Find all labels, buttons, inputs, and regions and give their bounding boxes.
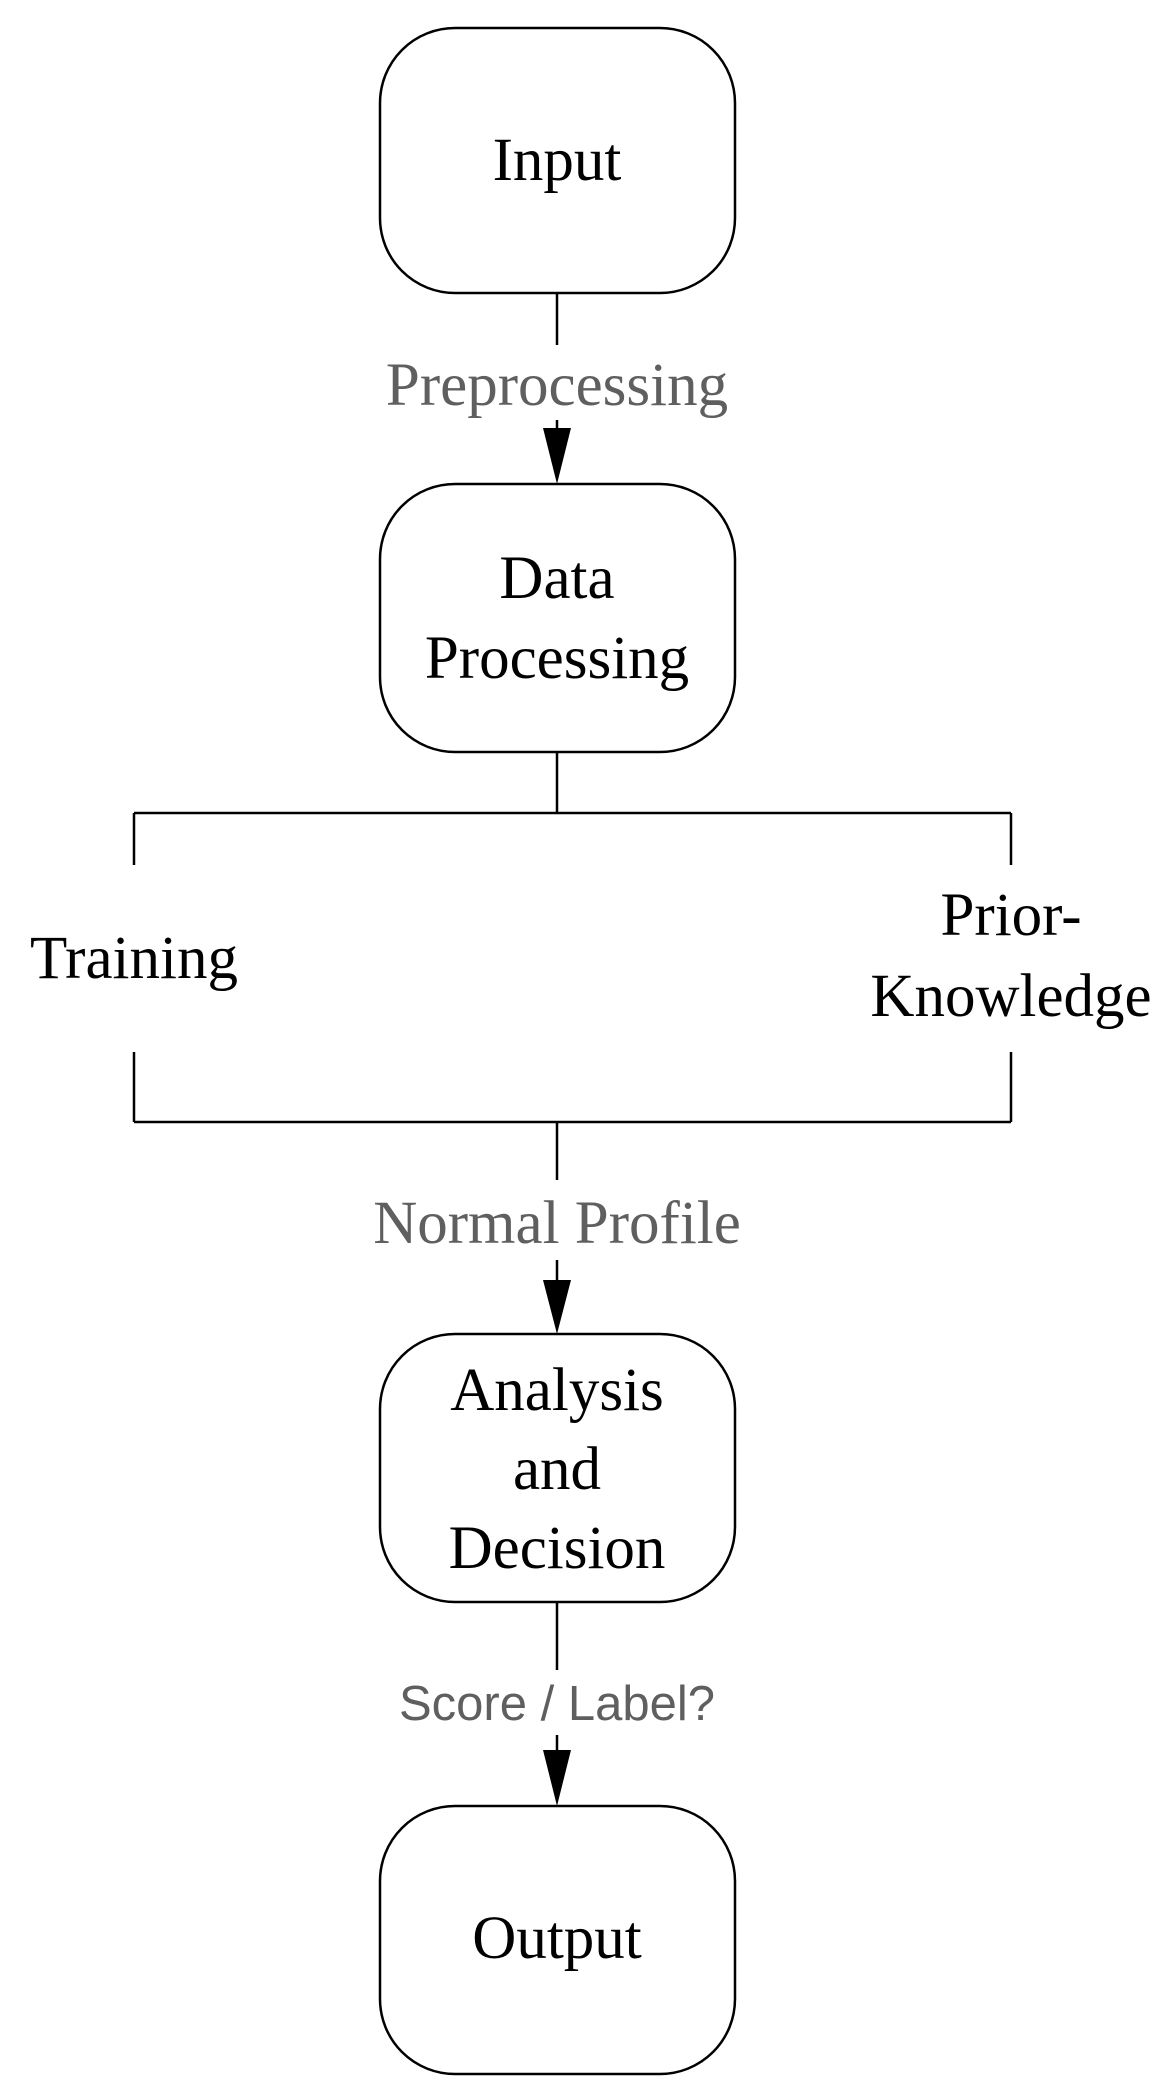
normal-profile-edge: Normal Profile [373, 1122, 741, 1334]
output-box [378, 1804, 737, 2076]
training-branch: Training [30, 925, 238, 992]
analysis-decision-label-line2: and [513, 1436, 601, 1503]
output-node: Output [378, 1804, 737, 2076]
score-label-arrowhead [543, 1750, 571, 1806]
data-processing-node: Data Processing [378, 482, 737, 754]
input-label: Input [493, 127, 622, 194]
normal-profile-label: Normal Profile [373, 1190, 741, 1257]
preprocessing-edge: Preprocessing [386, 293, 728, 484]
prior-knowledge-branch: Prior- Knowledge [870, 882, 1151, 1030]
analysis-decision-node: Analysis and Decision [378, 1332, 737, 1604]
normal-profile-arrowhead [543, 1280, 571, 1334]
score-label-label: Score / Label? [399, 1677, 715, 1731]
branch-connectors [132, 752, 1013, 1124]
data-processing-box [378, 482, 737, 754]
training-label: Training [30, 925, 238, 992]
prior-knowledge-label-line1: Prior- [940, 882, 1081, 949]
analysis-decision-label-line3: Decision [449, 1515, 666, 1582]
prior-knowledge-label-line2: Knowledge [870, 963, 1151, 1030]
score-label-edge: Score / Label? [399, 1602, 715, 1806]
preprocessing-label: Preprocessing [386, 352, 728, 419]
data-processing-label-line2: Processing [425, 625, 689, 692]
analysis-decision-label-line1: Analysis [450, 1357, 664, 1424]
output-label: Output [472, 1905, 642, 1972]
data-processing-label-line1: Data [499, 545, 614, 612]
input-node: Input [378, 26, 737, 295]
preprocessing-arrowhead [543, 428, 571, 484]
